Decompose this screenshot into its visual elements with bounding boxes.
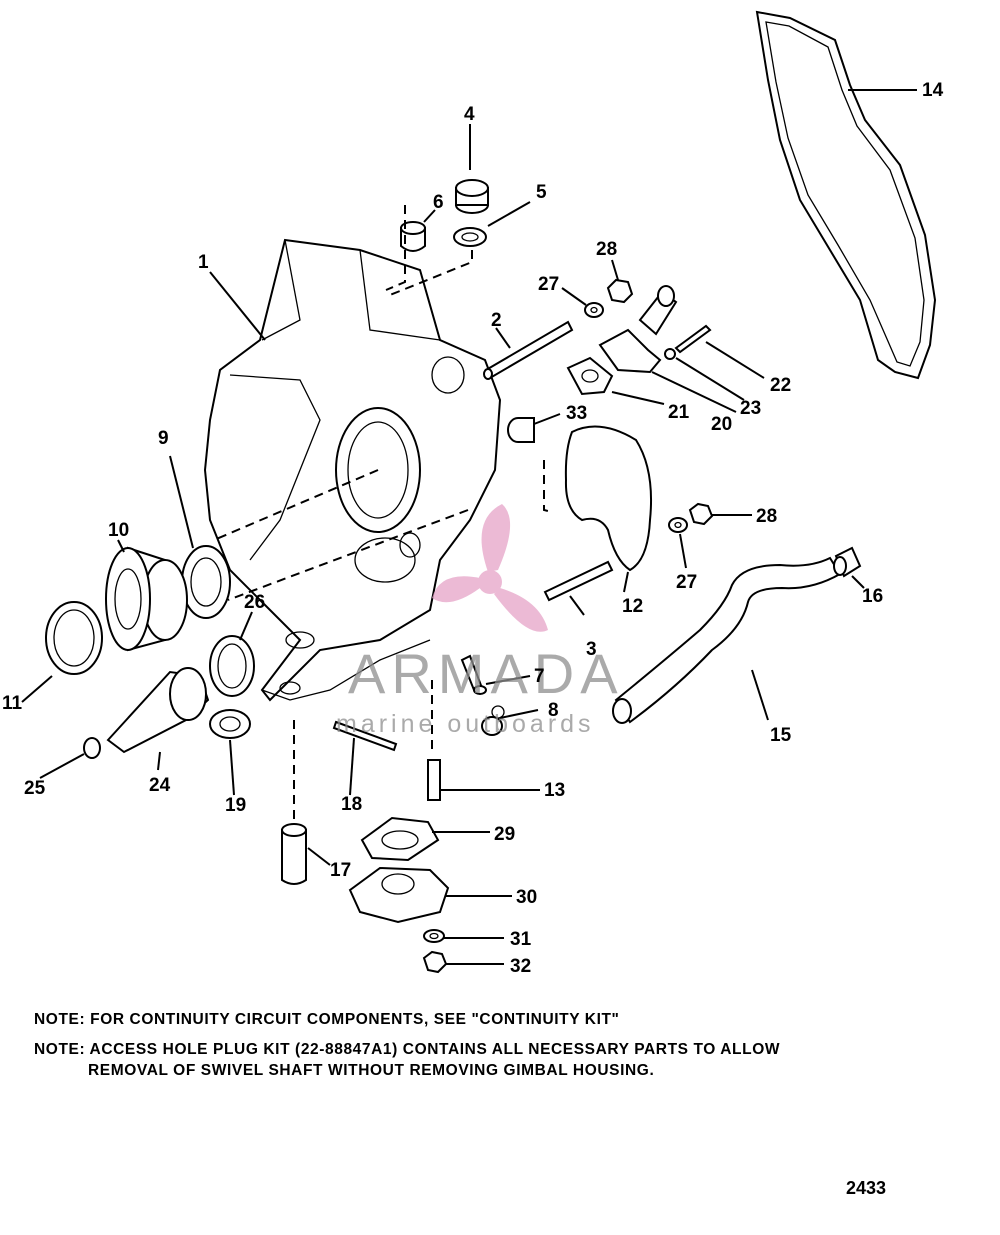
note-access-hole-plug-kit: NOTE: ACCESS HOLE PLUG KIT (22-88847A1) … (34, 1041, 780, 1080)
part-27-washer-lower (668, 517, 688, 533)
assembly-lines (213, 205, 553, 820)
callout-labels: 1 2 3 4 5 6 7 8 9 10 11 12 13 14 15 16 1… (2, 80, 944, 977)
part-7-screw (460, 654, 487, 695)
callout-6: 6 (433, 192, 444, 213)
part-23-washer (664, 348, 676, 360)
callout-32: 32 (510, 956, 531, 977)
callout-1: 1 (198, 252, 209, 273)
part-10-bearing (105, 546, 188, 652)
part-13-stud (427, 759, 441, 801)
part-32-nut (422, 950, 448, 974)
part-27-washer-upper (584, 302, 604, 318)
part-4-bushing (455, 179, 489, 214)
part-11-ring (45, 601, 103, 675)
callout-10: 10 (108, 520, 129, 541)
callout-15: 15 (770, 725, 792, 746)
leader-lines (21, 89, 917, 965)
callout-13: 13 (544, 780, 565, 801)
part-12-gasket (564, 425, 653, 572)
callout-17: 17 (330, 860, 351, 881)
watermark-tagline: marine outboards (336, 710, 595, 738)
part-9-seal (181, 545, 231, 619)
callout-28-lower: 28 (756, 506, 777, 527)
figure-number: 2433 (846, 1178, 887, 1198)
part-6-cap (400, 221, 426, 252)
callout-8: 8 (548, 700, 559, 721)
note-access-hole-line-1: NOTE: ACCESS HOLE PLUG KIT (22-88847A1) … (34, 1041, 781, 1058)
callout-4: 4 (464, 104, 475, 125)
part-25-clamp (83, 737, 101, 759)
part-20-elbow-fitting (598, 285, 678, 374)
callout-21: 21 (668, 402, 690, 423)
callout-11: 11 (2, 693, 23, 714)
part-31-washer (423, 929, 445, 943)
watermark-brand: ARMADA (348, 642, 624, 705)
callout-27-upper: 27 (538, 274, 559, 295)
callout-20: 20 (711, 414, 732, 435)
part-22-bolt (674, 324, 712, 354)
callout-27-lower: 27 (676, 572, 697, 593)
part-30-cover (348, 866, 450, 924)
callout-5: 5 (536, 182, 547, 203)
callout-28-upper: 28 (596, 239, 617, 260)
callout-29: 29 (494, 824, 515, 845)
callout-18: 18 (341, 794, 362, 815)
callout-33: 33 (566, 403, 587, 424)
callout-26: 26 (244, 592, 265, 613)
part-5-seal (453, 227, 487, 247)
callout-2: 2 (491, 310, 502, 331)
callout-14: 14 (922, 80, 944, 101)
callout-24: 24 (149, 775, 171, 796)
armada-watermark: ARMADA marine outboards (336, 504, 624, 738)
callout-23: 23 (740, 398, 761, 419)
part-14-gasket (755, 10, 937, 380)
callout-12: 12 (622, 596, 643, 617)
propeller-logo-icon (432, 504, 548, 632)
part-8-clip (481, 705, 505, 736)
callout-30: 30 (516, 887, 537, 908)
exploded-parts-diagram: ARMADA marine outboards 1 2 3 4 5 6 7 8 … (2, 10, 944, 977)
part-19-washer (209, 709, 251, 739)
note-continuity-kit: NOTE: FOR CONTINUITY CIRCUIT COMPONENTS,… (34, 1011, 620, 1028)
part-28-nut-lower (688, 502, 714, 526)
part-16-fitting (833, 546, 862, 578)
part-18-pin (332, 720, 398, 752)
callout-3: 3 (586, 639, 597, 660)
callout-9: 9 (158, 428, 169, 449)
part-28-nut-upper (606, 278, 634, 304)
note-access-hole-line-2: REMOVAL OF SWIVEL SHAFT WITHOUT REMOVING… (88, 1062, 655, 1079)
part-29-gasket (360, 816, 440, 862)
part-33-plug (507, 417, 535, 443)
callout-22: 22 (770, 375, 791, 396)
part-3-stud (543, 560, 614, 602)
part-2-shaft (483, 320, 574, 380)
part-1-gimbal-housing (203, 238, 502, 702)
callout-19: 19 (225, 795, 246, 816)
callout-31: 31 (510, 929, 532, 950)
callout-25: 25 (24, 778, 46, 799)
part-26-clamp (209, 635, 255, 697)
part-24-bellows (106, 667, 210, 754)
part-17-pivot-pin (281, 823, 307, 885)
callout-16: 16 (862, 586, 883, 607)
callout-7: 7 (534, 666, 545, 687)
part-21-gasket (566, 356, 614, 396)
part-15-hose (612, 556, 842, 724)
